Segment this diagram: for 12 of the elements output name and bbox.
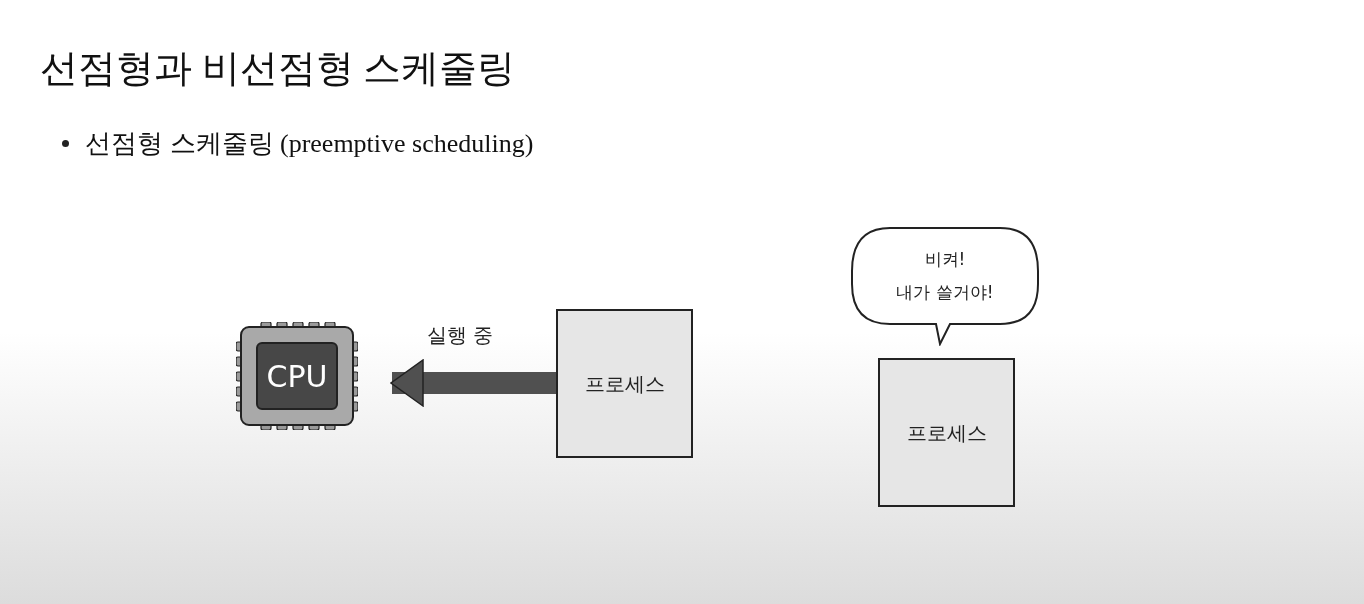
slide-title: 선점형과 비선점형 스케줄링 [40,46,515,91]
process-label: 프로세스 [584,370,665,398]
process-label: 프로세스 [906,419,987,447]
speech-bubble [850,226,1040,346]
bullet-text: 선점형 스케줄링 (preemptive scheduling) [85,128,534,160]
chip-label: CPU [266,357,328,396]
process-box [878,358,1015,507]
speech-text: 내가 쓸거야! [896,281,994,304]
thick-arrow [390,359,556,407]
process-box [556,309,693,458]
speech-text: 비켜! [924,247,966,271]
edge-label: 실행 중 [427,322,494,349]
